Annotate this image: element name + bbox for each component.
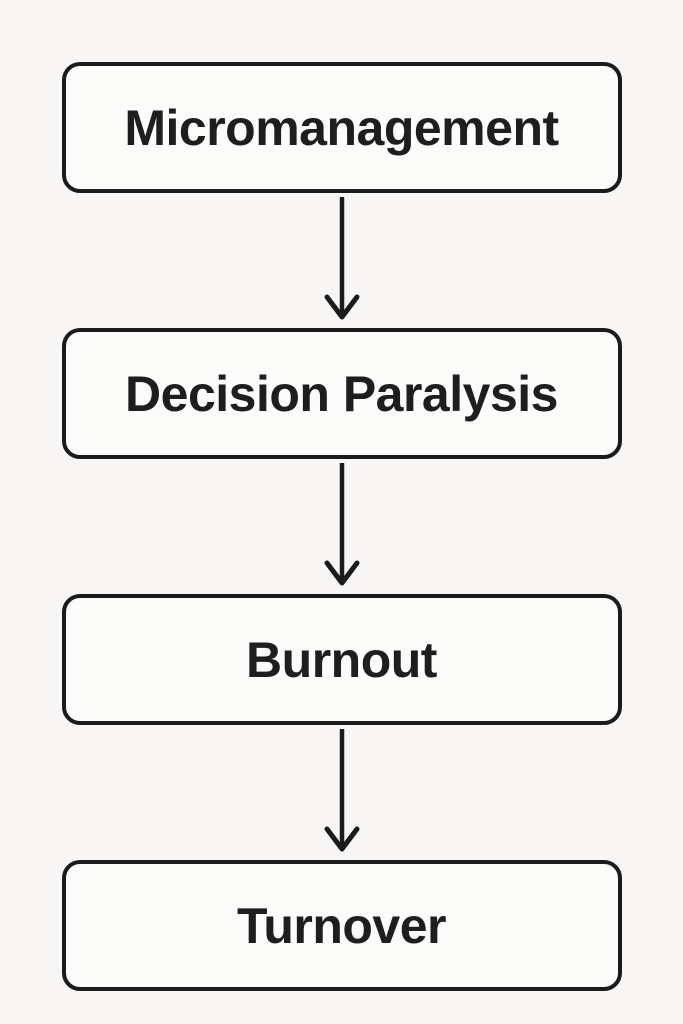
node-decision-paralysis: Decision Paralysis <box>61 328 622 459</box>
node-turnover: Turnover <box>61 860 622 991</box>
node-burnout: Burnout <box>61 594 622 725</box>
down-arrow-icon <box>324 463 359 586</box>
down-arrow-icon <box>324 197 359 320</box>
node-decision-paralysis-label: Decision Paralysis <box>125 365 558 422</box>
down-arrow-icon <box>324 729 359 852</box>
node-micromanagement: Micromanagement <box>61 62 622 193</box>
node-burnout-label: Burnout <box>246 631 437 688</box>
node-micromanagement-label: Micromanagement <box>124 99 559 156</box>
node-turnover-label: Turnover <box>237 897 447 954</box>
